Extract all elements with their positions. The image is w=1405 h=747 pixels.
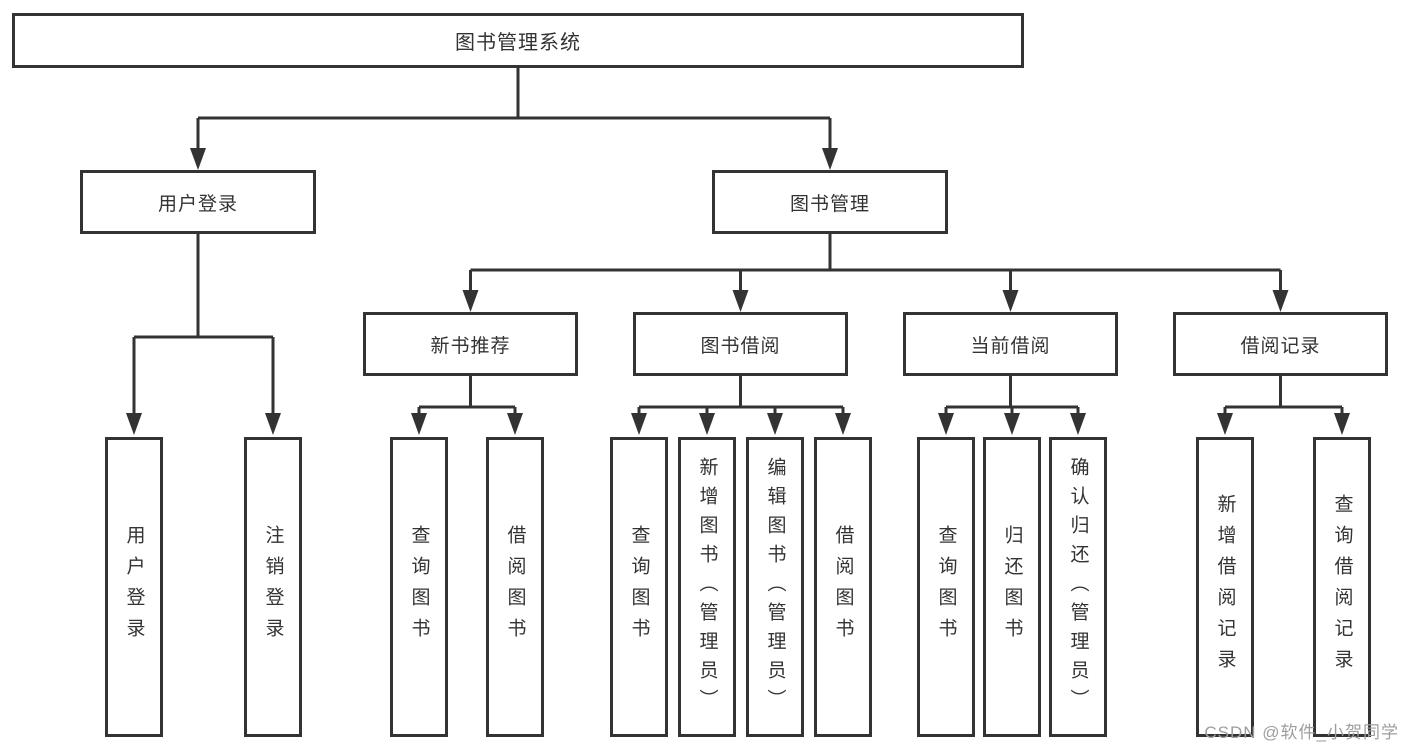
node-query-borrow-record: 查询借阅记录 [1313,437,1371,737]
node-label: 查询借阅记录 [1331,494,1353,680]
node-add-borrow-record: 新增借阅记录 [1196,437,1254,737]
node-label: 借阅图书 [832,525,854,649]
node-label: 用户登录 [123,525,145,649]
node-query-books-recommend: 查询图书 [390,437,448,737]
node-label: 确认归还（管理员） [1067,456,1089,718]
node-book-borrowing: 图书借阅 [633,312,848,376]
node-label: 归还图书 [1001,525,1023,649]
node-borrow-books-action: 借阅图书 [814,437,872,737]
node-return-book: 归还图书 [983,437,1041,737]
node-borrow-books-recommend: 借阅图书 [486,437,544,737]
node-book-management: 图书管理 [712,170,948,234]
node-label: 查询图书 [628,525,650,649]
node-user-login-action: 用户登录 [105,437,163,737]
node-label: 查询图书 [408,525,430,649]
node-label: 注销登录 [262,525,284,649]
node-confirm-return-admin: 确认归还（管理员） [1049,437,1107,737]
node-label: 查询图书 [935,525,957,649]
node-logout: 注销登录 [244,437,302,737]
node-query-books-current: 查询图书 [917,437,975,737]
node-library-management-system: 图书管理系统 [12,13,1024,68]
node-new-book-recommendation: 新书推荐 [363,312,578,376]
node-user-login: 用户登录 [80,170,316,234]
node-edit-book-admin: 编辑图书（管理员） [746,437,804,737]
connector-lines [132,68,1344,415]
arrowhead-icons [126,148,1350,435]
node-current-borrowing: 当前借阅 [903,312,1118,376]
csdn-watermark: CSDN @软件_小贺同学 [1204,723,1399,742]
node-label: 新增借阅记录 [1214,494,1236,680]
node-label: 借阅图书 [504,525,526,649]
node-add-book-admin: 新增图书（管理员） [678,437,736,737]
node-label: 新增图书（管理员） [696,456,718,718]
node-borrowing-records: 借阅记录 [1173,312,1388,376]
node-query-books-borrow: 查询图书 [610,437,668,737]
node-label: 编辑图书（管理员） [764,456,786,718]
